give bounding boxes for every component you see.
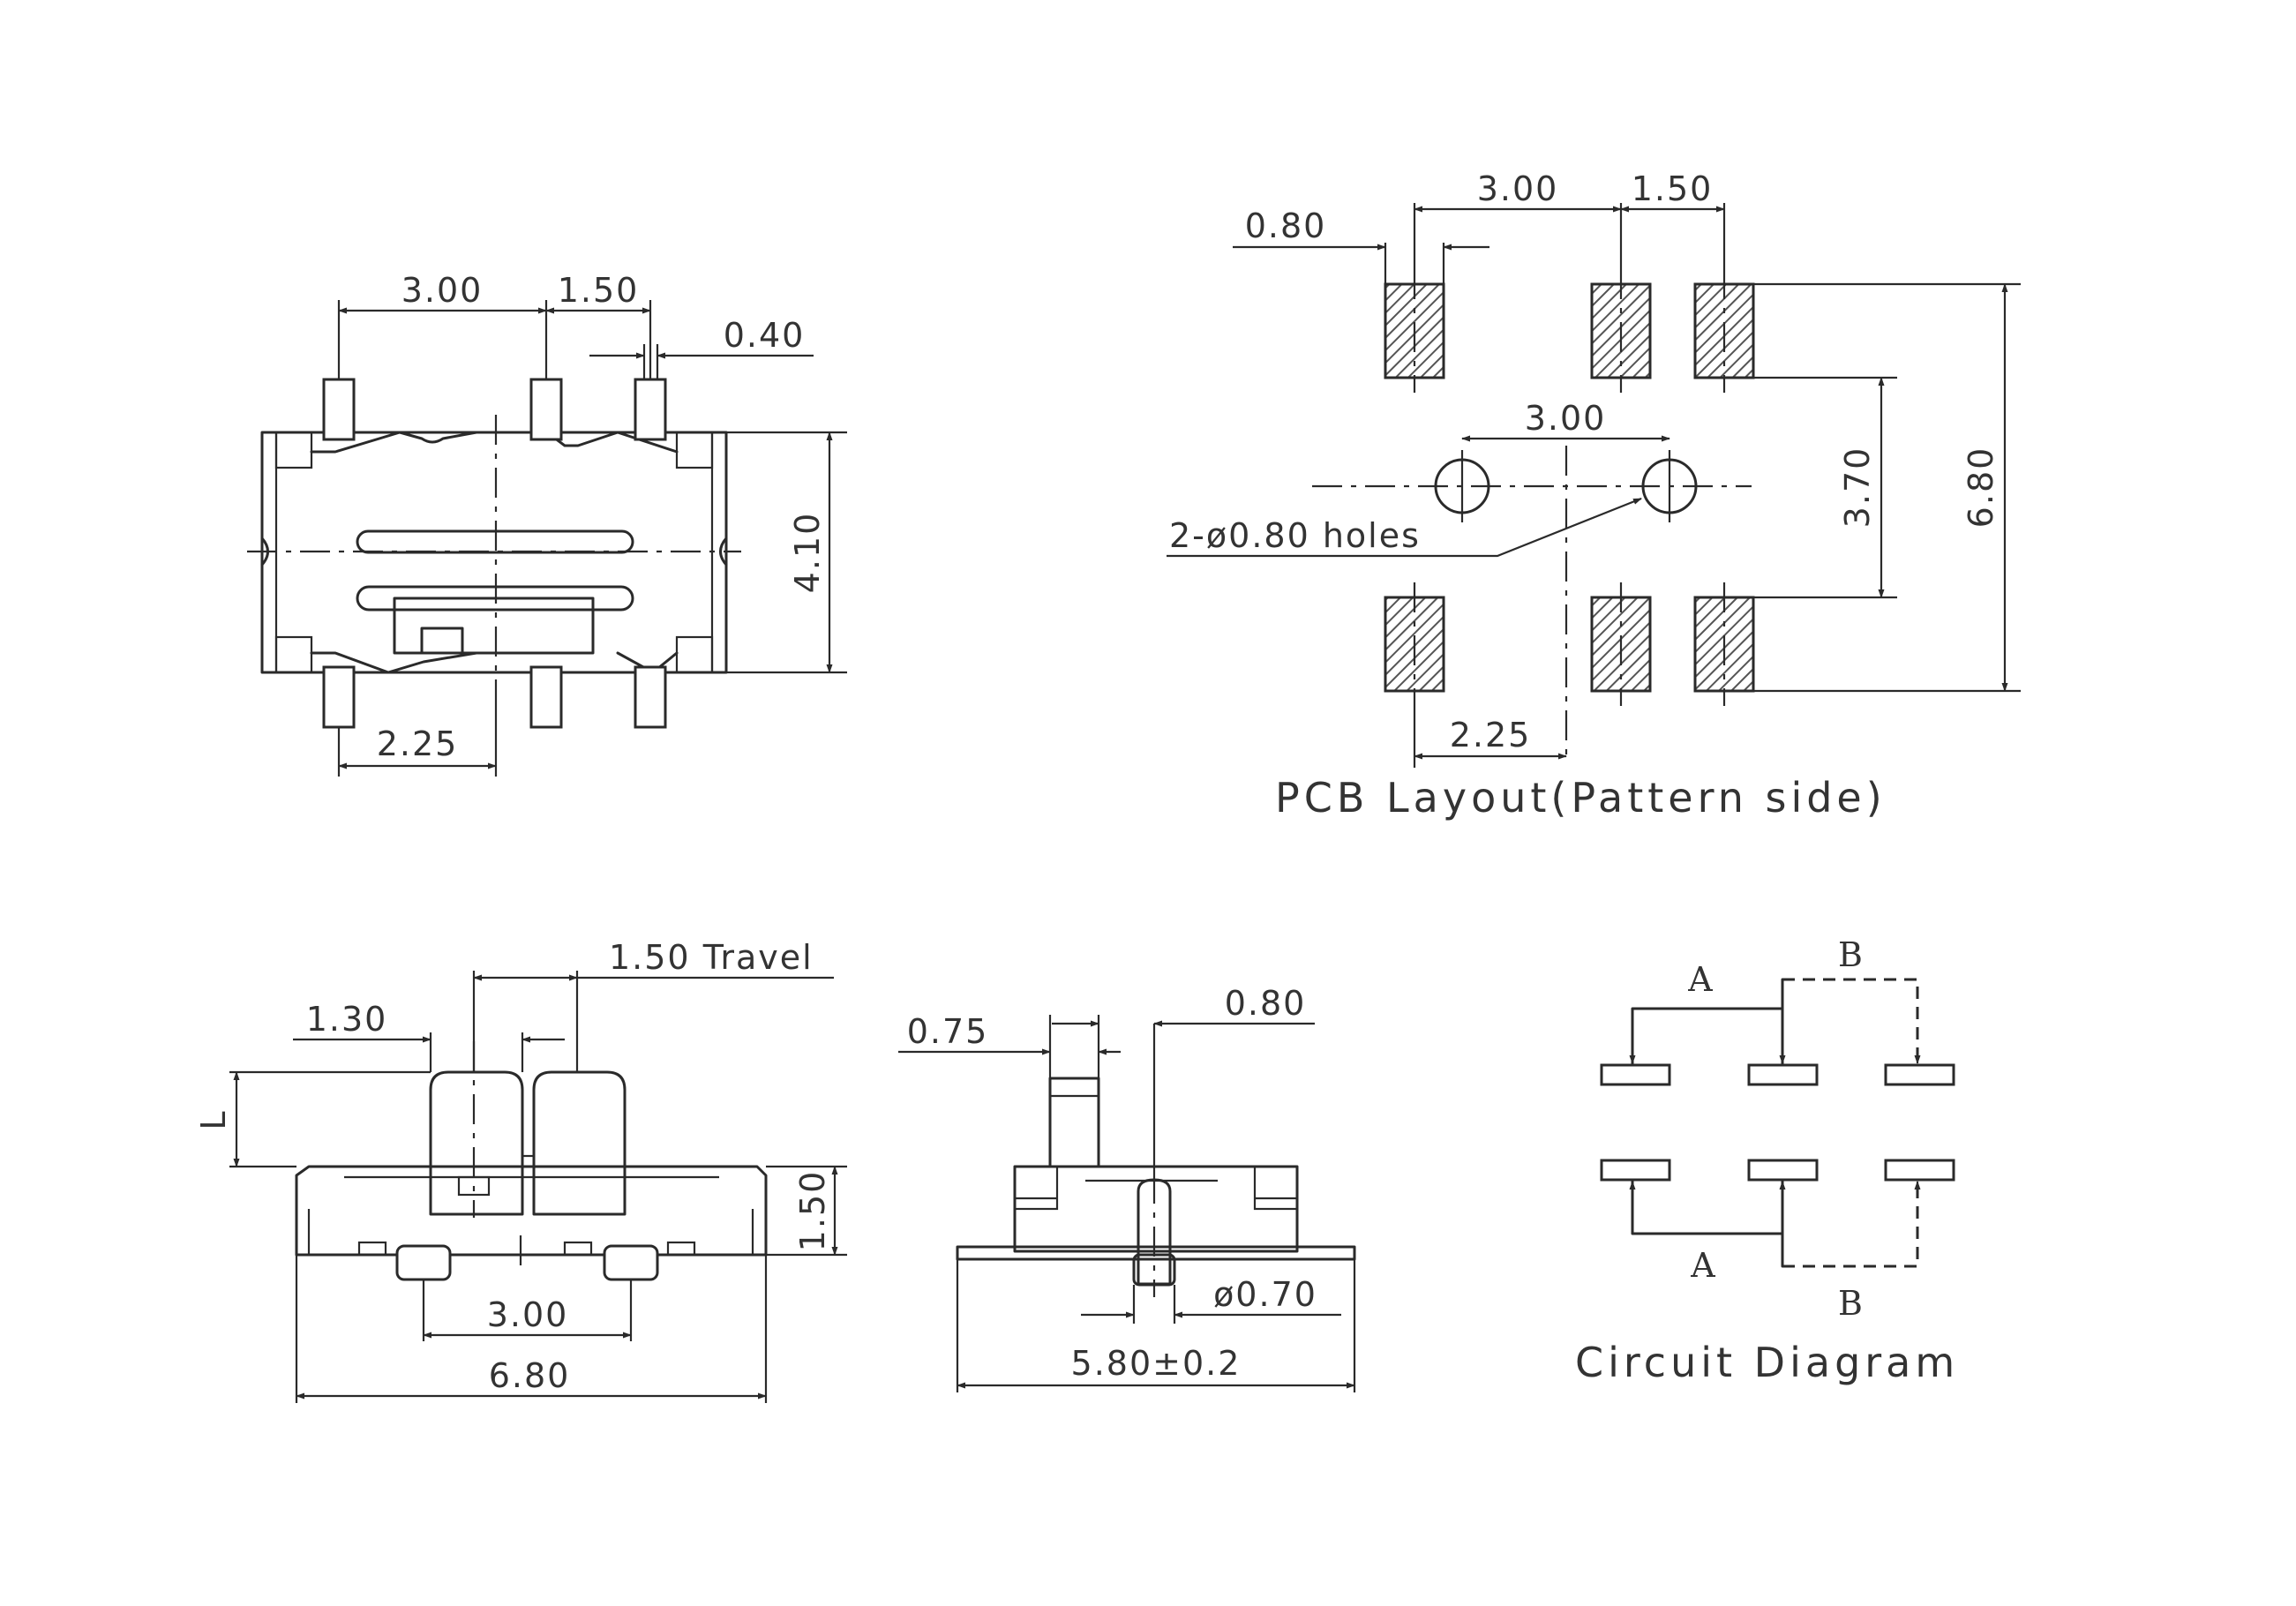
dim-pin-width: 0.40 (724, 316, 806, 355)
holes-note: 2-ø0.80 holes (1169, 516, 1421, 555)
pcb-dim-overall: 6.80 (1962, 447, 2000, 529)
label-a-top: A (1687, 960, 1713, 999)
dim-body-height: 1.50 (793, 1170, 832, 1252)
terminal-bottom-2 (1747, 1159, 1819, 1182)
terminal-bottom-1 (1600, 1159, 1671, 1182)
top-view: 3.00 1.50 0.40 4.10 2.25 (247, 271, 847, 777)
circuit-diagram: A B A B Circuit Diagram (1575, 935, 1959, 1386)
dim-pitch-b: 1.50 (558, 271, 640, 310)
terminal-top-3 (1884, 1063, 1955, 1086)
pin-top-right (634, 378, 667, 441)
pin-bottom-right (634, 665, 667, 729)
front-view: 1.50 Travel 1.30 L 1.50 3.00 6.80 (194, 938, 847, 1403)
pcb-dim-row-gap: 3.70 (1838, 447, 1877, 529)
dim-side-actuator: 0.75 (907, 1012, 989, 1051)
terminal-bottom-3 (1884, 1159, 1955, 1182)
pcb-layout: 3.00 1.50 0.80 3.00 2-ø0.80 holes 3.70 6… (1167, 169, 2021, 822)
dim-offset: 2.25 (377, 724, 459, 763)
circuit-caption: Circuit Diagram (1575, 1339, 1959, 1386)
side-view: 0.75 0.80 ø0.70 5.80±0.2 (898, 984, 1356, 1392)
pin-bottom-middle (529, 665, 563, 729)
pin-top-left (322, 378, 356, 441)
label-b-top: B (1838, 935, 1863, 974)
dim-length: 6.80 (489, 1356, 571, 1395)
label-b-bottom: B (1838, 1284, 1863, 1323)
pcb-dim-hole-pitch: 3.00 (1525, 399, 1607, 438)
pin-bottom-left (322, 665, 356, 729)
pcb-dim-pitch-b: 1.50 (1632, 169, 1714, 208)
dim-post-diameter: ø0.70 (1213, 1275, 1317, 1314)
slider-knob (393, 597, 595, 655)
dim-height: 4.10 (788, 512, 827, 594)
dim-travel: 1.50 Travel (609, 938, 814, 977)
terminal-top-2 (1747, 1063, 1819, 1086)
side-base (956, 1245, 1356, 1261)
dim-pin-pitch: 3.00 (487, 1295, 569, 1334)
pcb-dim-pitch-a: 3.00 (1477, 169, 1559, 208)
pcb-layout-caption: PCB Layout(Pattern side) (1275, 774, 1887, 822)
actuator-right (532, 1070, 627, 1216)
dim-pitch-a: 3.00 (401, 271, 484, 310)
side-actuator (1048, 1077, 1100, 1168)
dim-l: L (194, 1109, 233, 1129)
dim-side-offset: 0.80 (1225, 984, 1307, 1023)
pin-top-middle (529, 378, 563, 441)
pcb-dim-offset: 2.25 (1450, 716, 1532, 754)
label-a-bottom: A (1690, 1246, 1715, 1285)
actuator-left (429, 1070, 524, 1216)
pcb-dim-pad-width: 0.80 (1245, 206, 1327, 245)
dim-actuator-width: 1.30 (306, 1000, 388, 1039)
terminal-top-1 (1600, 1063, 1671, 1086)
dim-side-length: 5.80±0.2 (1071, 1344, 1242, 1383)
